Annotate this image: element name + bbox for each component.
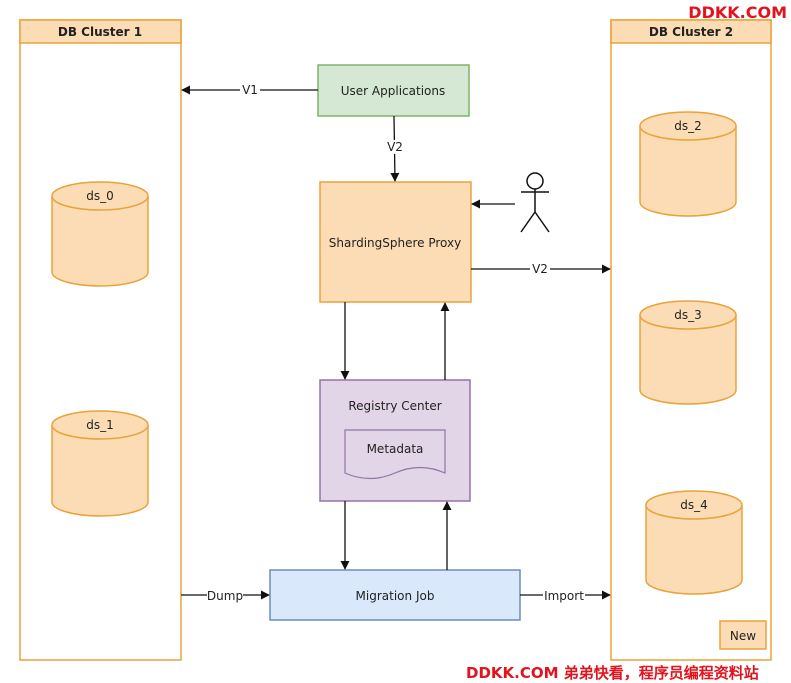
registry-center-label: Registry Center <box>348 399 441 413</box>
metadata-label: Metadata <box>367 442 424 456</box>
user-actor-icon <box>520 172 550 233</box>
datasource-ds4-label: ds_4 <box>680 498 708 512</box>
edge-v2-down-label: V2 <box>387 140 403 154</box>
new-badge-label: New <box>730 629 756 643</box>
edge-dump-label: Dump <box>207 589 243 603</box>
edge-v2-down: V2 <box>384 115 406 182</box>
user-applications-label: User Applications <box>341 84 445 98</box>
edge-dump: Dump <box>181 588 270 603</box>
migration-job-label: Migration Job <box>356 589 435 603</box>
watermark-bottom: DDKK.COM 弟弟快看，程序员编程资料站 <box>466 664 759 682</box>
datasource-ds0: ds_0 <box>51 181 149 287</box>
sharding-proxy-label: ShardingSphere Proxy <box>329 236 461 250</box>
migration-job-node: Migration Job <box>269 569 521 621</box>
db-cluster-1-title: DB Cluster 1 <box>58 25 142 39</box>
edge-v2-right: V2 <box>471 262 611 276</box>
db-cluster-2-title: DB Cluster 2 <box>649 25 733 39</box>
edge-v2-right-label: V2 <box>532 262 548 276</box>
user-applications-node: User Applications <box>317 64 470 117</box>
metadata-document: Metadata <box>344 429 446 480</box>
datasource-ds1-label: ds_1 <box>86 418 114 432</box>
datasource-ds2-label: ds_2 <box>674 119 702 133</box>
datasource-ds0-label: ds_0 <box>86 189 114 203</box>
db-cluster-1: DB Cluster 1 <box>19 19 182 661</box>
edge-import: Import <box>520 588 611 603</box>
datasource-ds4: ds_4 <box>645 490 743 595</box>
watermark-top: DDKK.COM <box>688 3 787 22</box>
db-cluster-1-header <box>19 19 182 44</box>
new-badge: New <box>719 620 767 650</box>
edge-v1-label: V1 <box>242 83 258 97</box>
datasource-ds2: ds_2 <box>639 111 737 217</box>
db-cluster-2-header <box>610 19 772 44</box>
edge-v1: V1 <box>181 83 318 97</box>
edge-import-label: Import <box>544 589 584 603</box>
datasource-ds3-label: ds_3 <box>674 308 702 322</box>
registry-center-node: Registry Center Metadata <box>319 379 471 502</box>
sharding-proxy-node: ShardingSphere Proxy <box>319 181 472 303</box>
datasource-ds1: ds_1 <box>51 410 149 517</box>
datasource-ds3: ds_3 <box>639 300 737 405</box>
